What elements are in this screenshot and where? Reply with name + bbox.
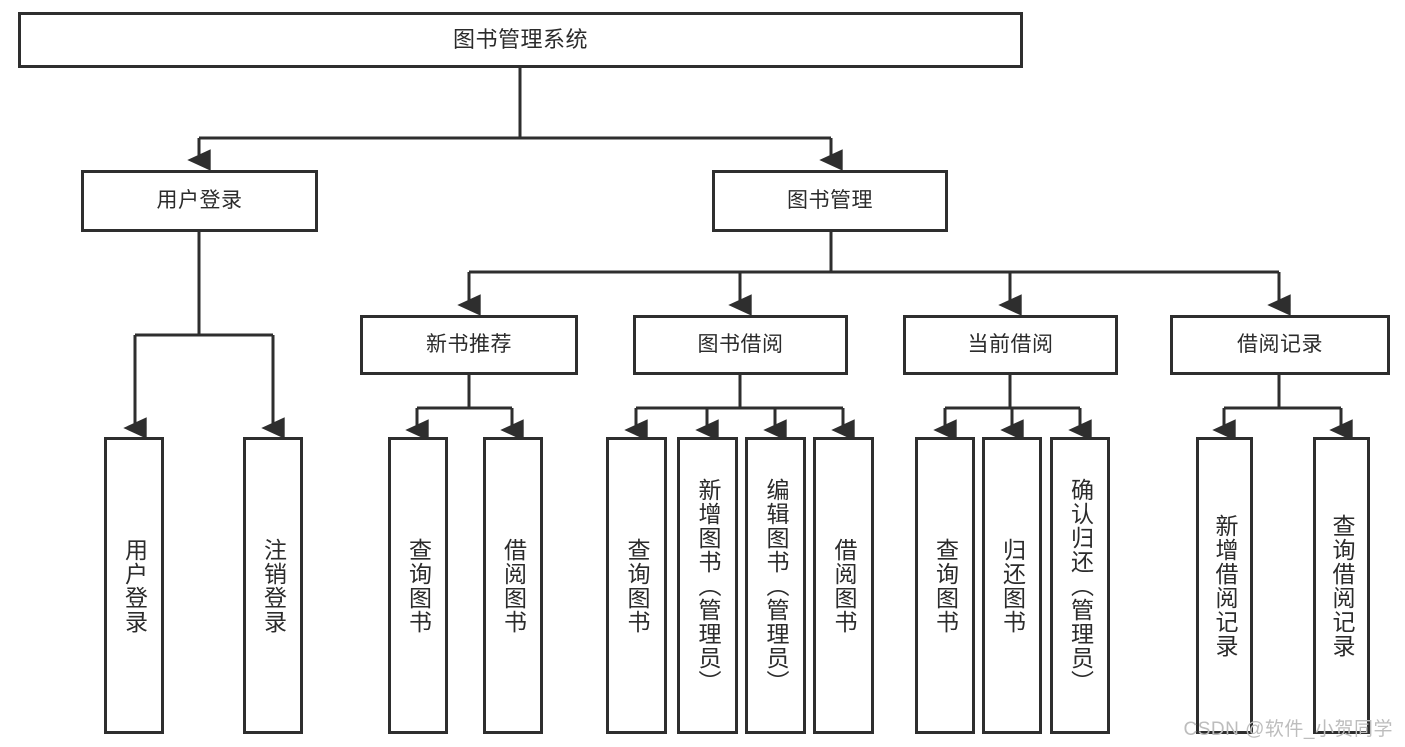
node-label: 新增借阅记录 xyxy=(1212,513,1238,658)
node-label: 新书推荐 xyxy=(426,333,512,357)
leaf-user-login-signin[interactable]: 用户登录 xyxy=(104,437,164,734)
node-label: 图书借阅 xyxy=(697,333,784,357)
node-current-borrow[interactable]: 当前借阅 xyxy=(903,315,1118,375)
node-label: 确认归还（管理员） xyxy=(1067,477,1094,694)
node-label: 注销登录 xyxy=(260,537,287,634)
leaf-user-login-signout[interactable]: 注销登录 xyxy=(243,437,303,734)
leaf-borrow-query-book[interactable]: 查询图书 xyxy=(606,437,667,734)
leaf-borrow-borrow-book[interactable]: 借阅图书 xyxy=(813,437,874,734)
node-user-login[interactable]: 用户登录 xyxy=(81,170,318,232)
node-label: 图书管理 xyxy=(787,189,873,213)
node-book-borrow[interactable]: 图书借阅 xyxy=(633,315,848,375)
leaf-current-return-book[interactable]: 归还图书 xyxy=(982,437,1042,734)
leaf-records-add-record[interactable]: 新增借阅记录 xyxy=(1196,437,1253,734)
node-root-system[interactable]: 图书管理系统 xyxy=(18,12,1023,68)
leaf-records-query-record[interactable]: 查询借阅记录 xyxy=(1313,437,1370,734)
node-label: 查询图书 xyxy=(932,537,959,634)
node-label: 归还图书 xyxy=(999,537,1026,634)
node-borrow-records[interactable]: 借阅记录 xyxy=(1170,315,1390,375)
node-label: 用户登录 xyxy=(156,189,243,213)
node-label: 借阅记录 xyxy=(1237,333,1323,357)
leaf-borrow-edit-book-admin[interactable]: 编辑图书（管理员） xyxy=(745,437,806,734)
node-label: 查询图书 xyxy=(624,537,650,634)
leaf-current-confirm-return-admin[interactable]: 确认归还（管理员） xyxy=(1050,437,1110,734)
node-label: 查询借阅记录 xyxy=(1329,513,1355,658)
node-label: 图书管理系统 xyxy=(452,26,588,52)
node-label: 编辑图书（管理员） xyxy=(763,477,789,694)
leaf-new-book-query[interactable]: 查询图书 xyxy=(388,437,448,734)
node-label: 查询图书 xyxy=(405,537,432,634)
node-label: 用户登录 xyxy=(121,537,148,634)
leaf-borrow-add-book-admin[interactable]: 新增图书（管理员） xyxy=(677,437,738,734)
node-label: 当前借阅 xyxy=(967,333,1054,357)
node-new-book-recommend[interactable]: 新书推荐 xyxy=(360,315,578,375)
node-book-management[interactable]: 图书管理 xyxy=(712,170,948,232)
node-label: 借阅图书 xyxy=(500,537,527,634)
leaf-current-query-book[interactable]: 查询图书 xyxy=(915,437,975,734)
leaf-new-book-borrow[interactable]: 借阅图书 xyxy=(483,437,543,734)
node-label: 借阅图书 xyxy=(831,537,857,634)
node-label: 新增图书（管理员） xyxy=(695,477,721,694)
